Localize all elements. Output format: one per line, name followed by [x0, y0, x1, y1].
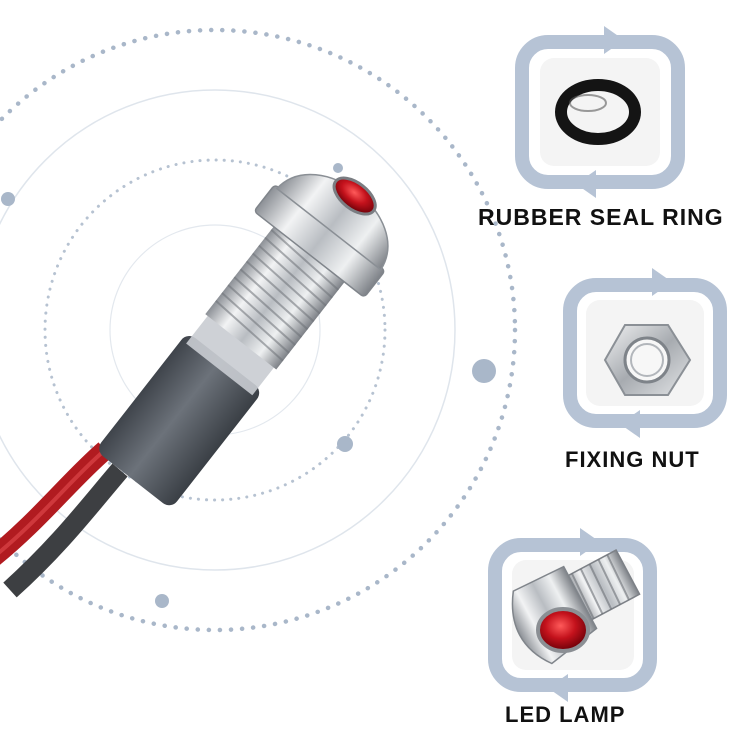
orbit-nodes: [1, 163, 496, 608]
fixing-nut-frame: [563, 268, 727, 438]
led-lamp-frame: [488, 528, 657, 702]
rotate-arrows-frame-icon: [515, 26, 685, 198]
led-lamp-label: LED LAMP: [505, 702, 626, 727]
led-indicator-main: [0, 173, 389, 598]
orbit-rings: [0, 27, 518, 633]
fixing-nut-label: FIXING NUT: [565, 447, 700, 472]
hex-nut-icon: [603, 324, 692, 396]
o-ring-icon: [555, 79, 641, 145]
rubber-seal-ring-label: RUBBER SEAL RING: [478, 204, 724, 230]
rubber-seal-ring-frame: [515, 26, 685, 198]
